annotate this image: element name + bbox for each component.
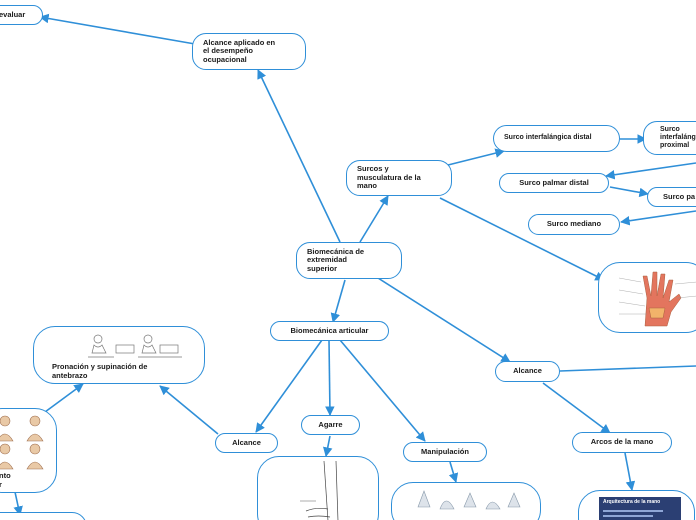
edge-surcos-surco-distal xyxy=(447,148,505,166)
edge-articular-manipulacion xyxy=(339,339,426,442)
node-pronacion-label: Pronación y supinación de antebrazo xyxy=(52,362,148,380)
forearm-pronation-illustration xyxy=(88,334,182,358)
edge-biomecanica-articular xyxy=(330,279,346,323)
node-biomecanica-articular-label: Biomecánica articular xyxy=(290,325,369,335)
node-surco-pa-label: Surco pa xyxy=(663,191,696,201)
node-surcos[interactable]: Surcos y musculatura de la mano xyxy=(346,160,452,196)
node-alcance-left[interactable]: Alcance xyxy=(215,433,278,453)
node-alcance-right-label: Alcance xyxy=(513,366,542,376)
manipulation-illustrations xyxy=(417,490,521,510)
node-surco-mediano-label: Surco mediano xyxy=(546,219,602,229)
node-alcance-aplicado[interactable]: Alcance aplicado en el desempeño ocupaci… xyxy=(192,33,306,70)
node-arcos[interactable]: Arcos de la mano xyxy=(572,432,672,453)
edge-shoulder-down xyxy=(13,491,23,516)
node-shoulder-label-1: nto xyxy=(0,471,11,480)
node-manipulacion-label: Manipulación xyxy=(421,446,469,456)
node-agarre-label: Agarre xyxy=(318,419,343,429)
node-surco-distal[interactable]: Surco interfalángica distal xyxy=(493,125,620,152)
node-surco-mediano[interactable]: Surco mediano xyxy=(528,214,620,235)
node-surcos-label: Surcos y musculatura de la mano xyxy=(357,164,421,191)
edge-palmar-distal-surco-pa xyxy=(609,186,649,198)
node-pronacion[interactable]: Pronación y supinación de antebrazo xyxy=(33,326,205,384)
node-shoulder-movement[interactable]: nto r xyxy=(0,408,57,493)
node-alcance-right[interactable]: Alcance xyxy=(495,361,560,382)
node-biomecanica-articular[interactable]: Biomecánica articular xyxy=(270,321,389,341)
arches-slide-title: Arquitectura de la mano xyxy=(603,499,661,505)
edge-shoulder-pronacion xyxy=(44,383,84,413)
hand-muscles-illustration xyxy=(618,271,696,327)
edge-alcance-right-offscreen xyxy=(559,365,696,372)
node-agarre[interactable]: Agarre xyxy=(301,415,360,435)
arches-slide-thumbnail: Arquitectura de la mano xyxy=(599,497,681,520)
node-manipulacion-image[interactable] xyxy=(391,482,541,520)
edge-arcos-image xyxy=(624,452,636,491)
node-surco-pa[interactable]: Surco pa xyxy=(647,187,696,207)
node-bottom-left-partial[interactable] xyxy=(0,512,87,520)
edge-surcos-hand-image xyxy=(439,197,605,281)
node-surco-palmar-distal-label: Surco palmar distal xyxy=(519,177,589,187)
node-arcos-image[interactable]: Arquitectura de la mano xyxy=(578,490,695,520)
node-arcos-label: Arcos de la mano xyxy=(590,437,654,447)
node-biomecanica[interactable]: Biomecánica de extremidad superior xyxy=(296,242,402,279)
node-biomecanica-label: Biomecánica de extremidad superior xyxy=(307,246,365,273)
edge-alcance-left-pronacion xyxy=(159,385,219,435)
edge-articular-agarre xyxy=(325,339,335,416)
node-surco-distal-label: Surco interfalángica distal xyxy=(504,134,592,142)
node-alcance-left-label: Alcance xyxy=(232,437,261,447)
node-alcance-aplicado-label: Alcance aplicado en el desempeño ocupaci… xyxy=(203,37,276,64)
node-evaluar[interactable]: evaluar xyxy=(0,5,43,25)
edge-alcance-arcos xyxy=(542,382,611,434)
edge-biomecanica-surcos xyxy=(359,195,389,243)
edge-to-surco-mediano xyxy=(620,210,696,226)
edge-articular-alcance-left xyxy=(255,339,323,433)
node-surco-proximal[interactable]: Surco interfalángica proximal xyxy=(643,121,696,155)
edge-biomecanica-alcance-aplicado xyxy=(257,69,341,243)
node-surco-palmar-distal[interactable]: Surco palmar distal xyxy=(499,173,609,193)
node-hand-muscles[interactable] xyxy=(598,262,696,333)
shoulder-movement-illustration xyxy=(0,415,44,470)
grip-line-drawing xyxy=(300,461,339,520)
node-agarre-image[interactable] xyxy=(257,456,379,520)
node-shoulder-label-2: r xyxy=(0,480,2,489)
edge-to-palmar-distal xyxy=(605,162,696,180)
edge-manipulacion-image xyxy=(448,461,459,483)
edge-alcance-aplicado-evaluar xyxy=(39,13,196,45)
node-evaluar-label: evaluar xyxy=(0,9,26,19)
node-surco-proximal-label: Surco interfalángica proximal xyxy=(660,125,696,150)
edge-agarre-image xyxy=(322,435,333,457)
node-manipulacion[interactable]: Manipulación xyxy=(403,442,487,462)
edge-biomecanica-alcance-right xyxy=(377,277,511,363)
